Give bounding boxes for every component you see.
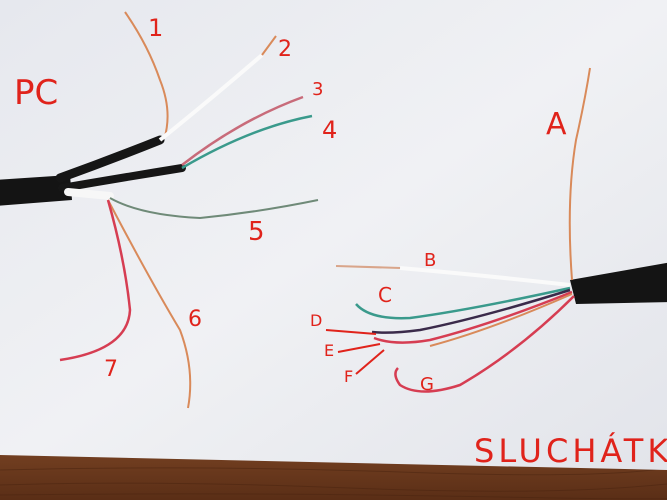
- pc-cable-jacket: [0, 175, 72, 206]
- label-pc: PC: [14, 73, 58, 113]
- label-wire-b: B: [424, 250, 436, 271]
- headphone-wire-d: [371, 288, 571, 334]
- headphone-wire-a: [568, 67, 591, 281]
- pc-white-sleeve: [64, 188, 114, 200]
- label-wire-3: 3: [312, 79, 323, 100]
- headphone-wire-e: [373, 290, 573, 344]
- headphone-wire-g: [394, 295, 575, 393]
- pointer-lines: [325, 329, 385, 375]
- headphone-cable: [335, 67, 667, 393]
- pc-wire-5: [109, 197, 319, 220]
- label-wire-d: D: [310, 311, 322, 330]
- label-headphones: SLUCHÁTKA: [474, 432, 667, 470]
- headphone-wire-b-insulation: [399, 266, 571, 287]
- paper-sheet: [0, 0, 667, 470]
- label-wire-g: G: [420, 374, 434, 395]
- label-wire-4: 4: [322, 116, 337, 144]
- headphone-wire-b-copper: [335, 265, 401, 269]
- label-wire-6: 6: [188, 307, 202, 332]
- label-wire-5: 5: [248, 217, 265, 247]
- pc-wire-2-copper: [261, 35, 277, 56]
- label-wire-1: 1: [148, 14, 163, 42]
- label-wire-c: C: [378, 283, 392, 307]
- label-wire-2: 2: [278, 37, 292, 62]
- pc-black-cable-lower: [58, 164, 186, 192]
- headphone-wire-f: [429, 293, 573, 347]
- annotations: PC 1 2 3 4 5 6 7 A B C D E F G SLUCHÁTKA: [14, 14, 667, 470]
- pc-wire-3: [181, 95, 304, 166]
- pc-cable: [0, 11, 319, 409]
- label-wire-e: E: [324, 341, 334, 360]
- label-wire-7: 7: [104, 357, 118, 382]
- pc-wire-2-insulation: [158, 53, 264, 142]
- label-wire-a: A: [546, 107, 567, 142]
- pc-wire-4: [181, 114, 313, 170]
- pc-wire-7: [59, 199, 132, 362]
- pc-wire-1: [124, 11, 169, 137]
- pc-black-cable-upper: [55, 135, 165, 183]
- pc-wire-6: [107, 199, 192, 409]
- wood-grain: [0, 467, 667, 500]
- headphone-cable-jacket: [570, 262, 667, 304]
- label-wire-f: F: [344, 367, 353, 386]
- headphone-wire-c: [355, 286, 571, 320]
